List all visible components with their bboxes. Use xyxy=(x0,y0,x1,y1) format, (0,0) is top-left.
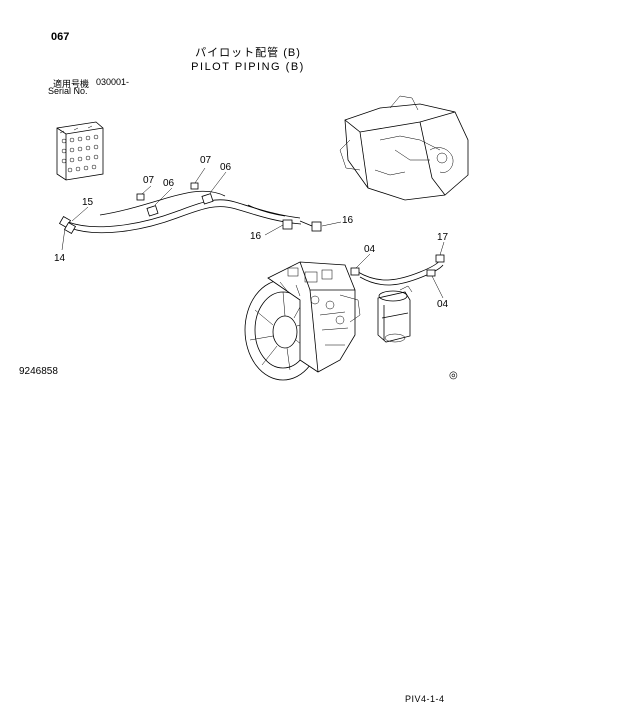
page-code: PIV4-1-4 xyxy=(405,694,445,704)
callout-04-lower: 04 xyxy=(437,299,449,310)
pilot-valve-illustration xyxy=(56,121,104,181)
tank-illustration xyxy=(339,95,469,201)
leader-lines xyxy=(61,167,445,299)
callout-06-right: 06 xyxy=(220,162,232,173)
drawing-number: 9246858 xyxy=(19,366,58,377)
callout-16-left: 16 xyxy=(250,231,262,242)
pump-engine-illustration xyxy=(244,261,361,381)
title-japanese: パイロット配管 (B) xyxy=(195,47,301,59)
pilot-hose-assembly xyxy=(58,182,322,235)
serial-label-japanese: 適用号機 xyxy=(53,79,90,89)
serial-range: 030001- xyxy=(96,77,130,87)
title-english: PILOT PIPING (B) xyxy=(191,61,305,73)
callout-04-upper: 04 xyxy=(364,244,376,255)
callout-06-left: 06 xyxy=(163,178,175,189)
serial-label-english: Serial No. xyxy=(48,86,88,96)
callout-07-left: 07 xyxy=(143,175,155,186)
filter-illustration xyxy=(350,254,445,343)
callout-16-right: 16 xyxy=(342,215,354,226)
page-number: 067 xyxy=(51,31,70,43)
callout-14: 14 xyxy=(54,253,66,264)
callout-17: 17 xyxy=(437,232,449,243)
marking-symbol: ◎ xyxy=(449,370,458,381)
callout-15: 15 xyxy=(82,197,94,208)
callout-07-right: 07 xyxy=(200,155,212,166)
